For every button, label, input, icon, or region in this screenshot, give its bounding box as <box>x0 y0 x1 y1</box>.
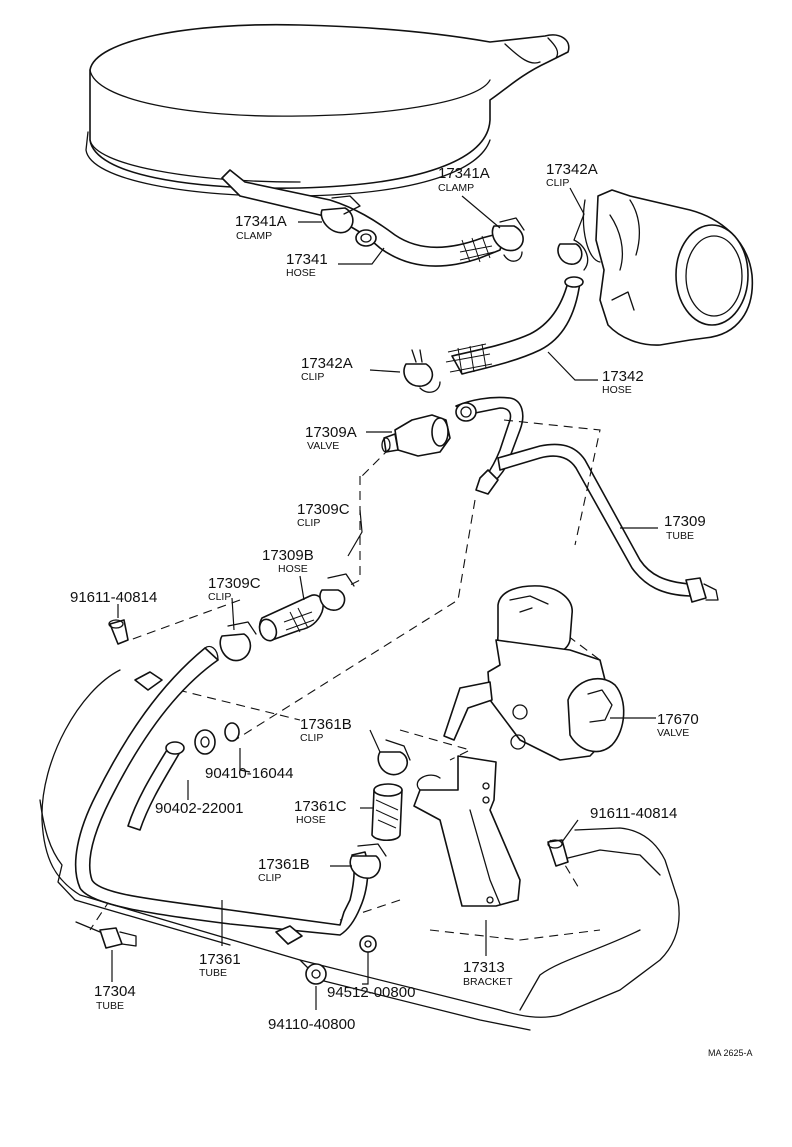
hose-17341-illustration <box>221 169 525 267</box>
label-17309A-name: VALVE <box>307 440 339 452</box>
label-90410-number: 90410-16044 <box>205 765 293 782</box>
air-cleaner-illustration <box>85 23 570 197</box>
hose-17342-illustration <box>403 239 589 393</box>
label-17309C-left-name: CLIP <box>208 591 231 603</box>
label-17361B-bottom-name: CLIP <box>258 872 281 884</box>
tube-17309-illustration <box>455 396 719 603</box>
label-17361-name: TUBE <box>199 967 227 979</box>
label-17341-name: HOSE <box>286 267 316 279</box>
label-17309-name: TUBE <box>666 530 694 542</box>
label-17342-number: 17342 <box>602 368 644 385</box>
label-17341A-top-number: 17341A <box>438 165 490 182</box>
valve-17670-illustration <box>443 585 625 761</box>
label-17361B-top-number: 17361B <box>300 716 352 733</box>
label-17342A-mid-number: 17342A <box>301 355 353 372</box>
label-17361-number: 17361 <box>199 951 241 968</box>
label-17309C-top-name: CLIP <box>297 517 320 529</box>
diagram-code: MA 2625-A <box>708 1048 753 1058</box>
carburetor-illustration <box>582 189 754 346</box>
label-17309B-number: 17309B <box>262 547 314 564</box>
label-17342A-mid-name: CLIP <box>301 371 324 383</box>
label-17342A-top-number: 17342A <box>546 161 598 178</box>
label-17304-name: TUBE <box>96 1000 124 1012</box>
label-91611-left-number: 91611-40814 <box>70 589 157 606</box>
label-17361B-top-name: CLIP <box>300 732 323 744</box>
hardware-illustrations <box>75 619 569 985</box>
label-17361C-number: 17361C <box>294 798 347 815</box>
bracket-17313-illustration <box>413 755 521 907</box>
label-17341A-top-name: CLAMP <box>438 182 474 194</box>
hose-17309B-illustration <box>219 573 355 662</box>
label-17309C-top-number: 17309C <box>297 501 350 518</box>
label-17309C-left-number: 17309C <box>208 575 261 592</box>
label-17341A-left-name: CLAMP <box>236 230 272 242</box>
tube-17361-illustration <box>74 645 369 945</box>
label-90402-number: 90402-22001 <box>155 800 243 817</box>
label-17361C-name: HOSE <box>296 814 326 826</box>
part-labels: 17341A CLAMP 17342A CLIP 17341A CLAMP 17… <box>70 161 753 1058</box>
label-17309-number: 17309 <box>664 513 706 530</box>
label-17313-name: BRACKET <box>463 976 513 988</box>
label-17342A-top-name: CLIP <box>546 177 569 189</box>
label-91611-right-number: 91611-40814 <box>590 805 677 822</box>
valve-17309A-illustration <box>381 414 451 457</box>
label-17313-number: 17313 <box>463 959 505 976</box>
label-17361B-bottom-number: 17361B <box>258 856 310 873</box>
label-17670-number: 17670 <box>657 711 699 728</box>
label-17670-name: VALVE <box>657 727 689 739</box>
label-17342-name: HOSE <box>602 384 632 396</box>
label-17304-number: 17304 <box>94 983 136 1000</box>
label-17309A-number: 17309A <box>305 424 357 441</box>
hose-17361C-illustration <box>349 739 411 879</box>
label-17309B-name: HOSE <box>278 563 308 575</box>
leader-lines <box>111 187 658 1010</box>
label-94512-number: 94512-00800 <box>327 984 415 1001</box>
label-94110-number: 94110-40800 <box>268 1016 355 1033</box>
label-17341A-left-number: 17341A <box>235 213 287 230</box>
label-17341-number: 17341 <box>286 251 328 268</box>
